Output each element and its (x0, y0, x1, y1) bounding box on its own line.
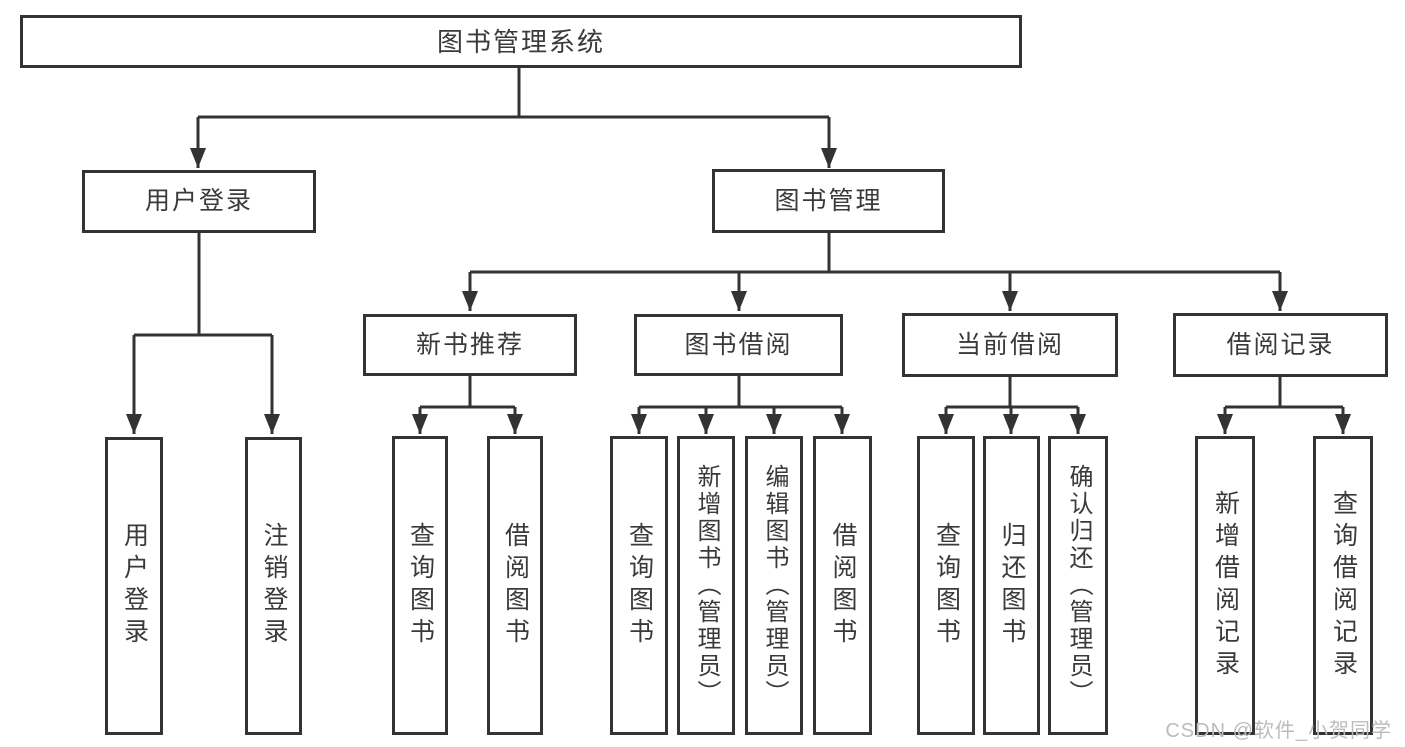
node-borrow-records-label: 借阅记录 (1226, 330, 1335, 359)
edges-book-borrow (631, 376, 850, 434)
leaf-query-book-2: 查询图书 (610, 436, 668, 735)
edges-book-mgmt (462, 233, 1288, 311)
leaf-borrow-book-2: 借阅图书 (813, 436, 872, 735)
leaf-return-book-label: 归还图书 (998, 521, 1026, 650)
leaf-add-borrow-record-label: 新增借阅记录 (1211, 489, 1240, 682)
node-book-borrow-label: 图书借阅 (684, 330, 793, 359)
edges-user-login (126, 233, 280, 434)
edges-new-book-rec (412, 376, 523, 434)
leaf-edit-book: 编辑图书（管理员） (745, 436, 803, 735)
leaf-return-book: 归还图书 (983, 436, 1040, 735)
leaf-add-book: 新增图书（管理员） (677, 436, 735, 735)
leaf-confirm-return-label: 确认归还（管理员） (1065, 464, 1092, 707)
leaf-add-book-label: 新增图书（管理员） (693, 464, 720, 707)
leaf-query-borrow-record-label: 查询借阅记录 (1329, 489, 1358, 682)
csdn-watermark: CSDN @软件_小贺同学 (1165, 720, 1392, 742)
leaf-query-borrow-record: 查询借阅记录 (1313, 436, 1373, 735)
node-borrow-records: 借阅记录 (1173, 313, 1388, 377)
node-book-borrow: 图书借阅 (634, 314, 843, 376)
node-current-borrow: 当前借阅 (902, 313, 1118, 377)
leaf-add-borrow-record: 新增借阅记录 (1195, 436, 1255, 735)
leaf-user-login: 用户登录 (105, 437, 163, 735)
node-user-login: 用户登录 (82, 170, 316, 233)
node-user-login-label: 用户登录 (144, 187, 253, 215)
leaf-query-book-1: 查询图书 (392, 436, 448, 735)
leaf-query-book-3: 查询图书 (917, 436, 975, 735)
node-book-mgmt: 图书管理 (712, 169, 945, 233)
leaf-borrow-book-1-label: 借阅图书 (501, 521, 530, 650)
leaf-query-book-3-label: 查询图书 (932, 521, 961, 650)
leaf-logout: 注销登录 (245, 437, 302, 735)
edges-current-borrow (938, 377, 1086, 434)
edges-borrow-records (1217, 377, 1351, 434)
leaf-query-book-1-label: 查询图书 (406, 521, 435, 650)
edges-root (190, 68, 837, 168)
leaf-borrow-book-1: 借阅图书 (487, 436, 543, 735)
leaf-confirm-return: 确认归还（管理员） (1048, 436, 1108, 735)
node-current-borrow-label: 当前借阅 (955, 330, 1064, 359)
leaf-logout-label: 注销登录 (260, 522, 288, 650)
node-new-book-rec-label: 新书推荐 (415, 330, 524, 359)
leaf-user-login-label: 用户登录 (120, 522, 149, 650)
node-root: 图书管理系统 (20, 15, 1022, 68)
node-root-label: 图书管理系统 (436, 26, 605, 57)
leaf-query-book-2-label: 查询图书 (625, 521, 654, 650)
node-book-mgmt-label: 图书管理 (774, 186, 883, 215)
leaf-borrow-book-2-label: 借阅图书 (829, 521, 857, 650)
leaf-edit-book-label: 编辑图书（管理员） (761, 464, 788, 707)
node-new-book-rec: 新书推荐 (363, 314, 577, 376)
